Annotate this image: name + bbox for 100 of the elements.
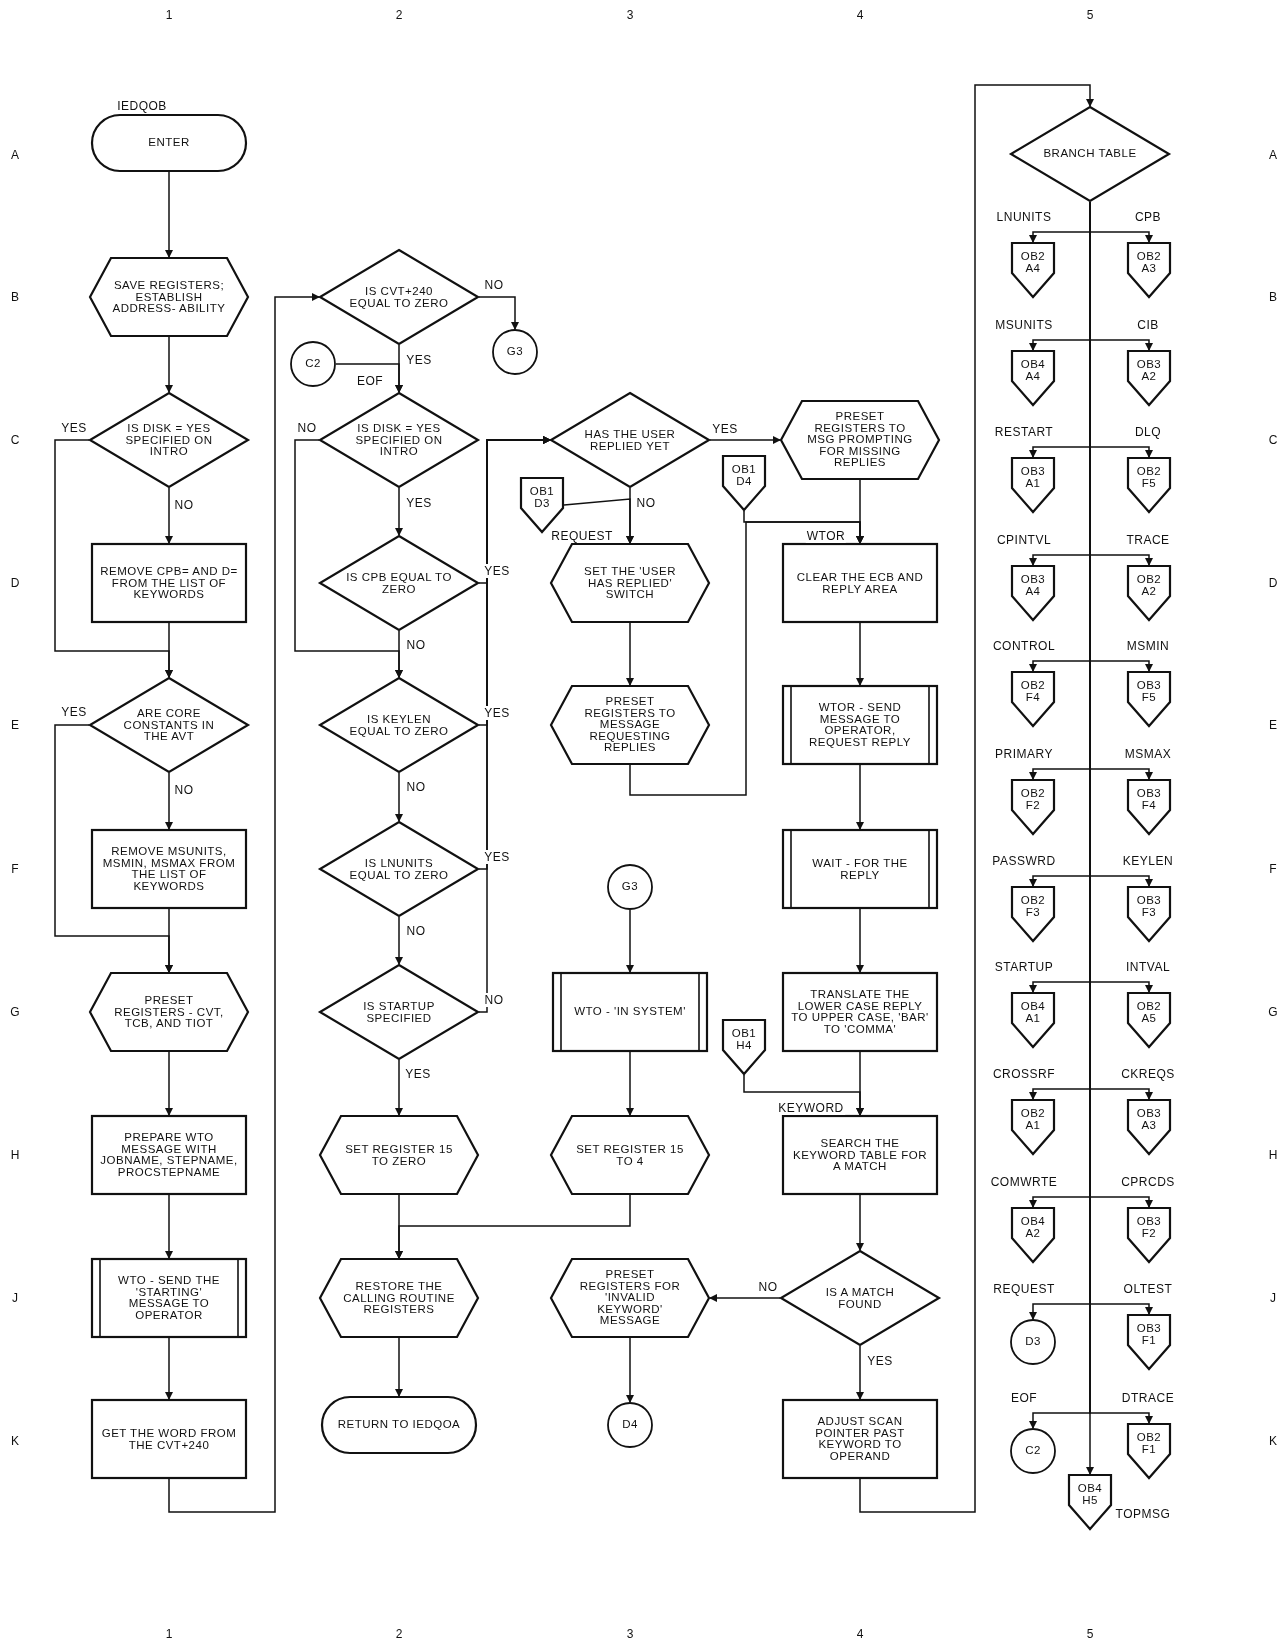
grid-reference: F xyxy=(1269,862,1277,876)
off-page-connector xyxy=(1011,457,1055,513)
preparation-hexagon xyxy=(550,1115,710,1195)
node-label: OB2 F3 xyxy=(1019,894,1047,918)
grid-reference: 1 xyxy=(165,8,173,22)
node-label: G3 xyxy=(620,881,640,893)
grid-reference: G xyxy=(10,1005,20,1019)
node-label: WTO - 'IN SYSTEM' xyxy=(573,1006,687,1018)
arrow xyxy=(709,436,781,444)
arrow xyxy=(165,487,173,544)
node-label: C2 xyxy=(1024,1445,1042,1457)
arrow xyxy=(859,84,1094,1513)
edge-label: CPB xyxy=(1133,210,1163,224)
grid-reference: 3 xyxy=(626,8,634,22)
node-label: PRESET REGISTERS - CVT, TCB, AND TIOT xyxy=(113,994,225,1030)
grid-reference: 4 xyxy=(856,8,864,22)
arrow xyxy=(165,772,173,830)
off-page-connector xyxy=(1127,242,1171,298)
node-label: REMOVE CPB= AND D= FROM THE LIST OF KEYWORDS xyxy=(99,565,239,601)
off-page-connector xyxy=(1011,992,1055,1048)
preparation-hexagon xyxy=(319,1258,479,1338)
arrow xyxy=(743,1074,864,1116)
edge-label: INTVAL xyxy=(1124,960,1172,974)
node-label: OB3 F2 xyxy=(1135,1215,1163,1239)
process-box xyxy=(91,1399,247,1479)
edge-label: NO xyxy=(296,421,318,435)
process-box xyxy=(91,829,247,909)
node-label: WAIT - FOR THE REPLY xyxy=(811,857,909,881)
arrow xyxy=(856,1194,864,1251)
node-label: OB2 F4 xyxy=(1019,679,1047,703)
process-box xyxy=(782,972,938,1052)
node-label: ARE CORE CONSTANTS IN THE AVT xyxy=(122,707,216,743)
node-label: IS CPB EQUAL TO ZERO xyxy=(345,571,453,595)
node-label: OB3 F4 xyxy=(1135,787,1163,811)
edge-label: YES xyxy=(60,421,88,435)
node-label: OB2 A1 xyxy=(1019,1107,1047,1131)
off-page-connector xyxy=(1011,886,1055,942)
edge-label: YES xyxy=(60,705,88,719)
node-label: BRANCH TABLE xyxy=(1042,148,1138,160)
edge-label: MSMIN xyxy=(1125,639,1171,653)
connector-circle xyxy=(290,341,336,387)
node-label: OB3 F3 xyxy=(1135,894,1163,918)
decision-diamond xyxy=(319,821,479,917)
arrow xyxy=(165,908,173,973)
arrow xyxy=(478,436,551,1013)
arrow xyxy=(856,764,864,830)
edge-label: YES xyxy=(483,850,511,864)
process-box xyxy=(91,1115,247,1195)
decision-diamond xyxy=(780,1250,940,1346)
arrow xyxy=(168,293,320,1513)
edge-label: NO xyxy=(483,993,505,1007)
node-caption: IEDQOB xyxy=(116,99,168,113)
node-label: IS DISK = YES SPECIFIED ON INTRO xyxy=(124,422,214,458)
arrow xyxy=(395,1337,403,1397)
connector-circle xyxy=(607,864,653,910)
predefined-process-box xyxy=(91,1258,247,1338)
edge-label: NO xyxy=(173,498,195,512)
grid-reference: 2 xyxy=(395,8,403,22)
arrow xyxy=(626,909,634,973)
edge-label: CKREQS xyxy=(1120,1067,1176,1081)
node-caption: EOF xyxy=(355,374,385,388)
arrow xyxy=(743,510,864,544)
arrow xyxy=(626,1337,634,1403)
edge-label: YES xyxy=(405,353,433,367)
decision-diamond xyxy=(319,249,479,345)
node-label: OB2 A5 xyxy=(1135,1000,1163,1024)
decision-diamond xyxy=(319,677,479,773)
node-label: OB3 A3 xyxy=(1135,1107,1163,1131)
arrow xyxy=(395,916,403,965)
node-label: OB3 A1 xyxy=(1019,465,1047,489)
grid-reference: H xyxy=(1268,1148,1278,1162)
grid-reference: 4 xyxy=(856,1627,864,1641)
edge-label: NO xyxy=(405,780,427,794)
decision-diamond xyxy=(319,964,479,1060)
arrow xyxy=(856,622,864,686)
arrow xyxy=(626,1051,634,1116)
arrow xyxy=(395,630,403,678)
edge-label: STARTUP xyxy=(993,960,1055,974)
node-label: PREPARE WTO MESSAGE WITH JOBNAME, STEPNAME, PROCSTEPNAME xyxy=(99,1132,239,1178)
connector-circle xyxy=(1010,1319,1056,1365)
arrow xyxy=(165,1337,173,1400)
grid-reference: 5 xyxy=(1086,8,1094,22)
edge-label: PASSWRD xyxy=(991,854,1057,868)
edge-label: CPRCDS xyxy=(1120,1175,1176,1189)
arrow xyxy=(626,622,634,686)
grid-reference: J xyxy=(12,1291,18,1305)
node-caption: KEYWORD xyxy=(777,1101,845,1115)
off-page-connector xyxy=(1127,886,1171,942)
off-page-connector xyxy=(1127,779,1171,835)
process-box xyxy=(782,543,938,623)
off-page-connector xyxy=(1011,671,1055,727)
arrow xyxy=(856,908,864,973)
node-label: IS KEYLEN EQUAL TO ZERO xyxy=(348,713,450,737)
arrow xyxy=(709,1294,781,1302)
node-label: REMOVE MSUNITS, MSMIN, MSMAX FROM THE LIST OF KEYWORDS xyxy=(101,846,237,892)
node-label: OB3 A4 xyxy=(1019,573,1047,597)
preparation-hexagon xyxy=(550,543,710,623)
arrow xyxy=(395,487,403,536)
off-page-connector xyxy=(520,477,564,533)
edge-label: MSMAX xyxy=(1123,747,1173,761)
